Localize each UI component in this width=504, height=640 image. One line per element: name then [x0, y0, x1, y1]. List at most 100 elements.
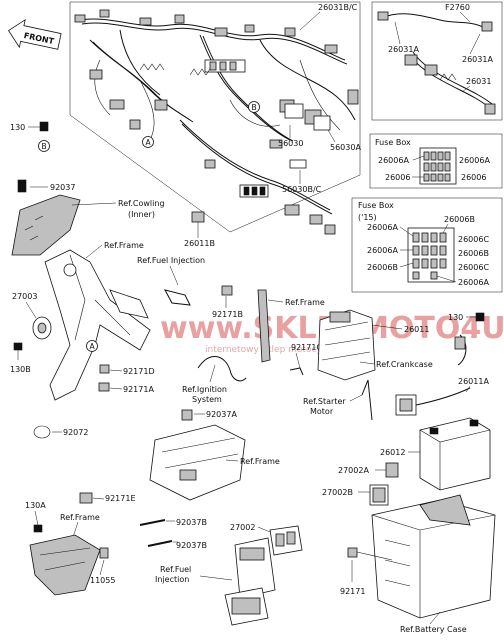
label-26011b: 26011B	[184, 239, 215, 248]
label-56030bc: 56030B/C	[282, 185, 322, 194]
ref-frame-1: Ref.Frame	[104, 241, 144, 250]
label-92171: 92171	[340, 587, 365, 596]
label-56030a: 56030A	[330, 143, 361, 152]
starter-wire-icon	[361, 379, 373, 421]
battery-icon	[419, 417, 491, 491]
label-27002: 27002	[230, 523, 255, 532]
clamp-icon	[79, 492, 93, 504]
fuse-box-1-panel	[369, 133, 503, 189]
ref-cowling-2: (Inner)	[128, 210, 155, 219]
circle-b-label-2: B	[42, 142, 47, 151]
label-92171c: 92171C	[291, 343, 322, 352]
circle-a-label: A	[146, 138, 152, 147]
fb2-26006b-left: 26006B	[367, 263, 398, 272]
label-26031a-right: 26031A	[462, 55, 493, 64]
label-130b: 130B	[10, 365, 31, 374]
clamp-icon	[17, 179, 27, 193]
fb2-26006a-left: 26006A	[367, 246, 398, 255]
relay-icon	[284, 103, 304, 119]
fb2-26006b-top: 26006B	[444, 215, 475, 224]
bolt-icon	[13, 342, 23, 351]
label-27002a: 27002A	[338, 466, 369, 475]
battery-case-icon	[371, 494, 496, 619]
ref-frame-2: Ref.Frame	[285, 298, 325, 307]
harness-boundary	[69, 1, 361, 233]
label-92072: 92072	[63, 428, 88, 437]
circle-a-label-2: A	[90, 342, 96, 351]
ref-cowling-1: Ref.Cowling	[118, 199, 165, 208]
relay-bracket-icon	[289, 159, 307, 169]
label-26011a: 26011A	[458, 377, 489, 386]
bracket-11055-icon	[29, 534, 101, 596]
label-26031: 26031	[466, 77, 491, 86]
fb1-26006-right: 26006	[461, 173, 486, 182]
frame-bracket-icon	[257, 289, 271, 363]
ref-ignition-2: System	[192, 395, 222, 404]
fuse-box-1-icon	[419, 147, 457, 185]
starter-relay-housing-icon	[317, 309, 376, 381]
frame-icon	[44, 249, 151, 401]
tie-band-icon	[139, 519, 166, 526]
ref-circle-b-icon	[248, 101, 260, 113]
label-92171b: 92171B	[212, 310, 243, 319]
fuel-injection-bracket-icon	[164, 289, 191, 306]
main-wiring-harness-icon	[74, 9, 359, 235]
ref-frame-3: Ref.Frame	[240, 457, 280, 466]
ref-starter-1: Ref.Starter	[303, 397, 346, 406]
label-92171d: 92171D	[123, 367, 155, 376]
ref-fuel-injection-2a: Ref.Fuel	[160, 565, 191, 574]
fb2-26006b-right: 26006B	[458, 249, 489, 258]
fusebox-2-year: ('15)	[358, 213, 377, 222]
label-92037a: 92037A	[206, 410, 237, 419]
label-92037b-1: 92037B	[176, 518, 207, 527]
ecu-icon	[224, 525, 303, 626]
clamp-icon	[221, 285, 233, 296]
fb1-26006-left: 26006	[385, 173, 410, 182]
bolt-icon	[33, 524, 43, 533]
label-130-right: 130	[448, 313, 463, 322]
ref-circle-a-icon	[142, 136, 154, 148]
label-92037b-2: 92037B	[176, 541, 207, 550]
ignition-wire-icon	[197, 356, 247, 382]
circle-b-label: B	[252, 103, 257, 112]
ref-fuel-injection-1: Ref.Fuel Injection	[137, 256, 205, 265]
ecu-bracket-icon	[149, 424, 246, 501]
ref-ignition-1: Ref.Ignition	[182, 385, 227, 394]
fb2-26006a-top: 26006A	[367, 223, 398, 232]
label-26011: 26011	[404, 325, 429, 334]
label-56030: 56030	[278, 139, 303, 148]
connector-icon	[454, 336, 466, 350]
starter-relay-icon	[395, 387, 471, 416]
ref-frame-4: Ref.Frame	[60, 513, 100, 522]
connector-icon	[191, 211, 205, 223]
label-92171e: 92171E	[105, 494, 136, 503]
fb2-26006c-1: 26006C	[458, 235, 489, 244]
relay-icon	[313, 115, 331, 131]
clamp-icon	[289, 367, 304, 376]
cowling-bracket-icon	[11, 194, 81, 256]
ref-battery-case: Ref.Battery Case	[400, 625, 467, 634]
fusebox-2-title: Fuse Box	[358, 201, 394, 210]
watermark-sub: internetowy sklep motocyklowy	[205, 345, 348, 355]
sub-harness-icon	[377, 11, 496, 115]
tie-band-icon	[147, 540, 173, 547]
label-26031bc: 26031B/C	[318, 3, 358, 12]
clamp-icon	[98, 382, 110, 392]
label-130a: 130A	[25, 501, 46, 510]
ref-starter-2: Motor	[310, 407, 334, 416]
connector-icon	[385, 462, 399, 478]
bolt-icon	[39, 121, 49, 132]
clamp-icon	[99, 364, 110, 374]
label-27003: 27003	[12, 292, 37, 301]
fuse-box-2-icon	[407, 227, 455, 283]
label-92171a: 92171A	[123, 385, 154, 394]
fb2-26006c-2: 26006C	[458, 263, 489, 272]
label-f2760: F2760	[445, 3, 470, 12]
label-130-top: 130	[10, 123, 25, 132]
clamp-icon	[347, 547, 358, 558]
fuse-box-2-panel	[351, 197, 503, 293]
label-27002b: 27002B	[322, 488, 353, 497]
label-11055: 11055	[90, 576, 115, 585]
clamp-icon	[181, 409, 193, 421]
fusebox-1-title: Fuse Box	[375, 138, 411, 147]
